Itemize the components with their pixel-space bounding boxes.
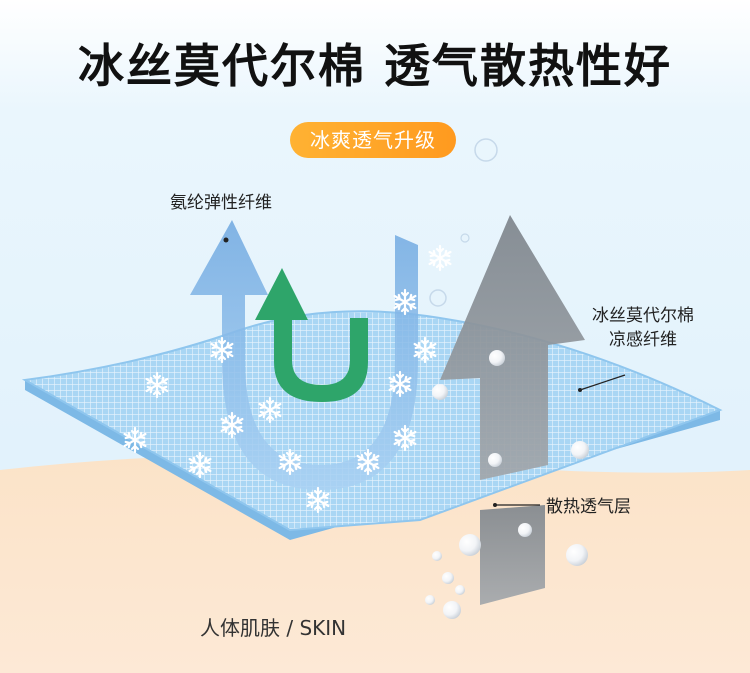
modal-label: 冰丝莫代尔棉 凉感纤维 (592, 304, 694, 352)
bubble-icon (425, 138, 589, 619)
modal-label-line1: 冰丝莫代尔棉 (592, 306, 694, 326)
green-u-arrow (255, 268, 368, 402)
skin-label: 人体肌肤 / SKIN (200, 616, 347, 640)
spandex-label: 氨纶弹性纤维 (170, 193, 272, 213)
gray-arrow-lower (480, 505, 545, 605)
modal-label-line2: 凉感纤维 (609, 330, 677, 350)
page-title: 冰丝莫代尔棉 透气散热性好 (77, 39, 672, 93)
feature-badge: 冰爽透气升级 (290, 122, 456, 158)
layer-label: 散热透气层 (546, 497, 631, 517)
blue-u-arrow (190, 220, 418, 490)
gray-arrow-upper (440, 215, 585, 480)
leader-lines (223, 237, 626, 507)
